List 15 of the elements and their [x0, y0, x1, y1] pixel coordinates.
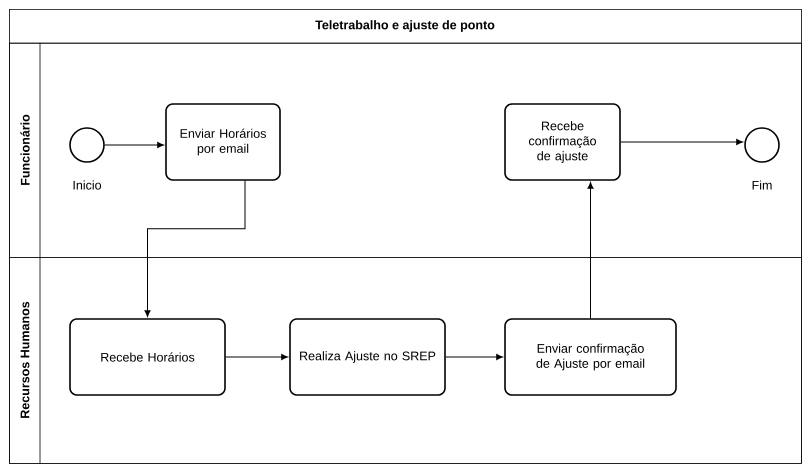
arrow — [620, 138, 743, 146]
arrow — [104, 142, 164, 148]
event-circle — [744, 127, 780, 163]
event-label: Inicio — [74, 180, 102, 190]
arrow — [144, 180, 246, 317]
arrow — [225, 354, 288, 360]
event-circle — [69, 127, 105, 163]
task-box: Enviar confirmação de Ajuste por email — [504, 318, 677, 396]
event-label: Fim — [752, 180, 772, 190]
arrow — [445, 354, 503, 360]
task-box: Recebe Horários — [69, 318, 226, 396]
task-box: Realiza Ajuste no SREP — [289, 318, 446, 396]
task-box: Enviar Horários por email — [165, 103, 281, 181]
task-box: Recebe confirmação de ajuste — [504, 103, 621, 181]
arrow — [587, 182, 594, 319]
